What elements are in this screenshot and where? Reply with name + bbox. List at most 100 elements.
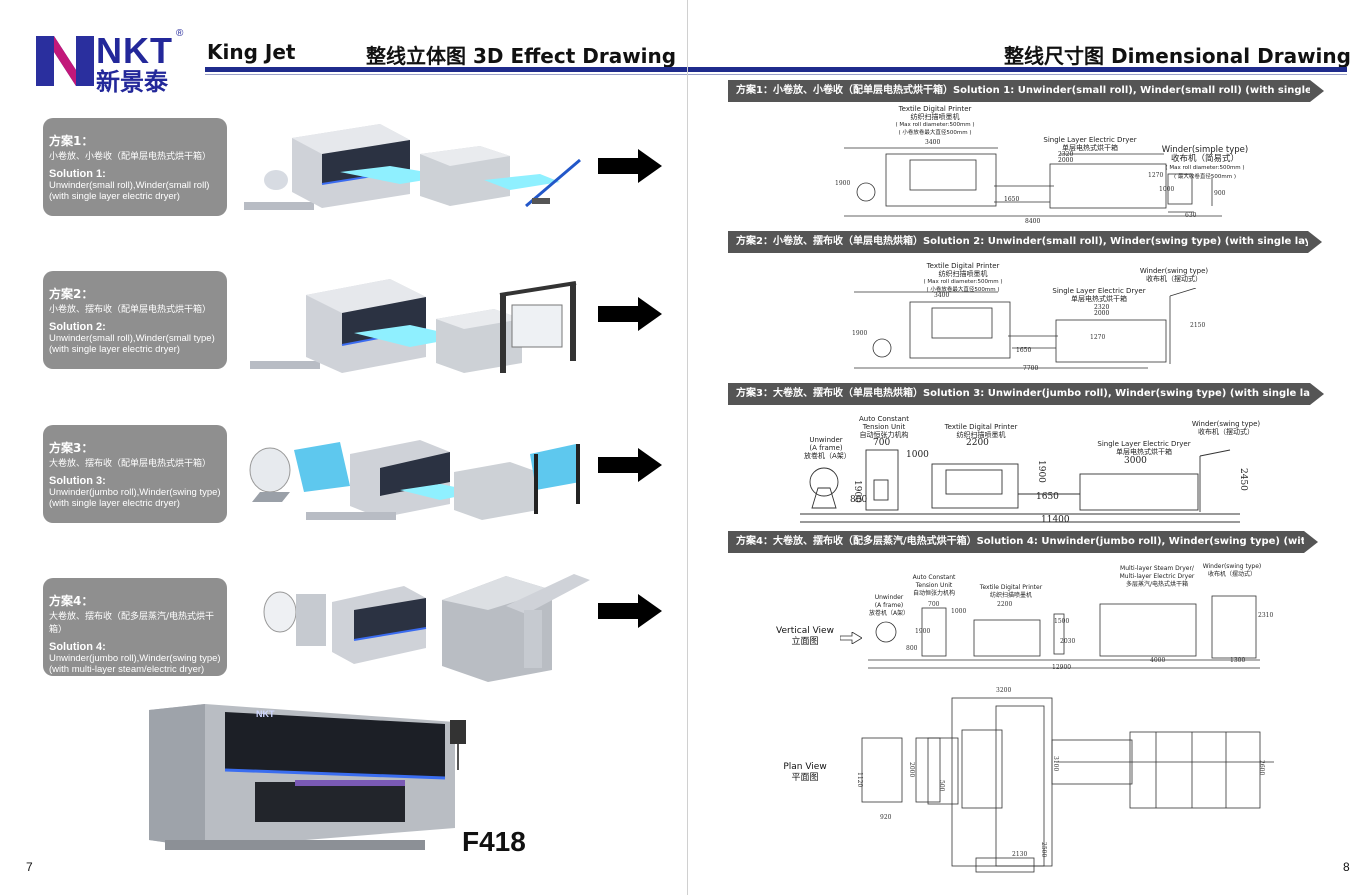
solution-1-banner: 方案1：小卷放、小卷收（配单层电热式烘干箱）Solution 1: Unwind…	[728, 80, 1310, 102]
logo-chinese-name: 新景泰	[96, 68, 168, 96]
card-desc-en-2: (with single layer electric dryer)	[49, 498, 180, 509]
banner-tip	[1304, 531, 1318, 553]
card-desc-en-2: (with multi-layer steam/electric dryer)	[49, 664, 205, 675]
dim-1900-a: 1900	[852, 480, 862, 503]
card-title-en: Solution 3:	[49, 475, 106, 487]
dim-1900: 1900	[852, 330, 868, 337]
solution-2-3d-drawing	[250, 279, 577, 373]
arrow-right-icon	[598, 297, 662, 331]
right-page-title: 整线尺寸图 Dimensional Drawing	[1004, 44, 1351, 68]
solution-card-2: 方案2： 小卷放、摆布收（配单层电热式烘干箱） Solution 2: Unwi…	[43, 271, 227, 369]
banner-tip	[1308, 231, 1322, 253]
s4-winder-label: Winder(swing type)收布机（摆动式）	[1202, 563, 1262, 578]
dim-2030: 2030	[1060, 638, 1076, 645]
dim-920: 920	[880, 814, 892, 821]
nkt-logo-mark	[36, 36, 94, 86]
page-number-right: 8	[1343, 860, 1350, 874]
solution-4-vertical-view-drawing	[868, 595, 1260, 669]
solution-card-4: 方案4： 大卷放、摆布收（配多层蒸汽/电热式烘干箱） Solution 4: U…	[43, 578, 227, 676]
dim-3400: 3400	[925, 139, 941, 146]
card-desc-en-2: (with single layer electric dryer)	[49, 191, 180, 202]
dim-2150: 2150	[1190, 322, 1206, 329]
dim-500: 500	[938, 780, 945, 792]
dim-800: 800	[850, 495, 868, 505]
solution-3-dimensional-drawing	[800, 449, 1240, 523]
registered-mark: ®	[176, 28, 184, 39]
dim-3400: 3400	[934, 292, 950, 299]
solution-1-3d-drawing	[244, 124, 581, 210]
card-desc-en: Unwinder(small roll),Winder(small roll)	[49, 180, 210, 191]
dim-11400: 11400	[1041, 515, 1070, 525]
solution-card-3: 方案3： 大卷放、摆布收（配单层电热式烘干箱） Solution 3: Unwi…	[43, 425, 227, 523]
card-desc-en: Unwinder(small roll),Winder(small type)	[49, 333, 215, 344]
solution-1-dimensional-drawing	[844, 147, 1222, 217]
dim-1650: 1650	[1004, 196, 1020, 203]
header-rule-thin	[205, 74, 1347, 75]
dim-1900: 1900	[915, 628, 931, 635]
dim-700: 700	[873, 438, 891, 448]
dim-2200: 2200	[966, 438, 989, 448]
s1-winder-label: Winder(simple type)收布机（简易式） ( Max roll d…	[1161, 145, 1249, 181]
arrow-right-icon	[598, 149, 662, 183]
dim-2450: 2450	[1238, 468, 1248, 491]
page-divider	[687, 0, 688, 895]
card-desc-cn: 大卷放、摆布收（配多层蒸汽/电热式烘干箱）	[49, 612, 215, 635]
dim-2500: 2500	[1040, 842, 1047, 858]
arrow-right-icon	[598, 594, 662, 628]
dim-1270: 1270	[1090, 334, 1106, 341]
left-page-title: 整线立体图 3D Effect Drawing	[366, 44, 677, 68]
logo-wordmark: NKT	[96, 30, 173, 71]
s4-dryer-label: Multi-layer Steam Dryer/Multi-layer Elec…	[1119, 565, 1195, 588]
s4-unwinder-label: Unwinder(A frame)放卷机（A架）	[868, 594, 910, 617]
s3-winder-label: Winder(swing type)收布机（摆动式）	[1191, 420, 1261, 436]
dim-1270: 1270	[1148, 172, 1164, 179]
arrow-right-outline-icon	[840, 632, 862, 644]
dim-2320: 2320	[1094, 304, 1110, 311]
dim-700: 700	[928, 601, 940, 608]
card-title-cn: 方案3：	[49, 441, 94, 455]
solution-card-1: 方案1： 小卷放、小卷收（配单层电热式烘干箱） Solution 1: Unwi…	[43, 118, 227, 216]
product-model: F418	[462, 826, 526, 857]
page-number-left: 7	[26, 860, 33, 874]
card-desc-cn: 小卷放、小卷收（配单层电热式烘干箱）	[49, 152, 212, 162]
solution-3-3d-drawing	[249, 440, 580, 520]
dim-1300: 1300	[1230, 657, 1246, 664]
s3-unwinder-label: Unwinder(A frame)放卷机（A架）	[804, 436, 851, 460]
dim-1900-b: 1900	[1036, 460, 1046, 483]
header-rule	[205, 67, 1347, 72]
card-title-cn: 方案1：	[49, 134, 94, 148]
card-desc-en: Unwinder(jumbo roll),Winder(swing type)	[49, 487, 221, 498]
solution-3-banner: 方案3：大卷放、摆布收（单层电热烘箱）Solution 3: Unwinder(…	[728, 383, 1310, 405]
dim-1120: 1120	[856, 772, 863, 788]
dim-3000: 3000	[1124, 456, 1147, 466]
dim-2000: 2000	[908, 762, 915, 778]
dim-1650: 1650	[1036, 492, 1059, 502]
dim-12900: 12900	[1052, 664, 1072, 671]
solution-2-dimensional-drawing	[854, 288, 1197, 369]
dim-2000: 2000	[1094, 310, 1110, 317]
dim-2130: 2130	[1012, 851, 1028, 858]
card-desc-cn: 大卷放、摆布收（配单层电热式烘干箱）	[49, 459, 212, 469]
dim-7700: 7700	[1023, 365, 1039, 372]
arrow-right-icon	[598, 448, 662, 482]
card-title-en: Solution 1:	[49, 168, 106, 180]
dim-3100: 3100	[1052, 756, 1059, 772]
solution-2-banner: 方案2：小卷放、摆布收（单层电热烘箱）Solution 2: Unwinder(…	[728, 231, 1308, 253]
dim-1500: 1500	[1054, 618, 1070, 625]
dim-2320: 2320	[1058, 151, 1074, 158]
banner-tip	[1310, 383, 1324, 405]
brand-name: King Jet	[207, 40, 296, 64]
dim-900: 900	[1214, 190, 1226, 197]
dim-8400: 8400	[1025, 218, 1041, 225]
dim-2200: 2200	[997, 601, 1013, 608]
card-title-cn: 方案2：	[49, 287, 94, 301]
dim-1000: 1000	[1159, 186, 1175, 193]
dim-1000: 1000	[951, 608, 967, 615]
